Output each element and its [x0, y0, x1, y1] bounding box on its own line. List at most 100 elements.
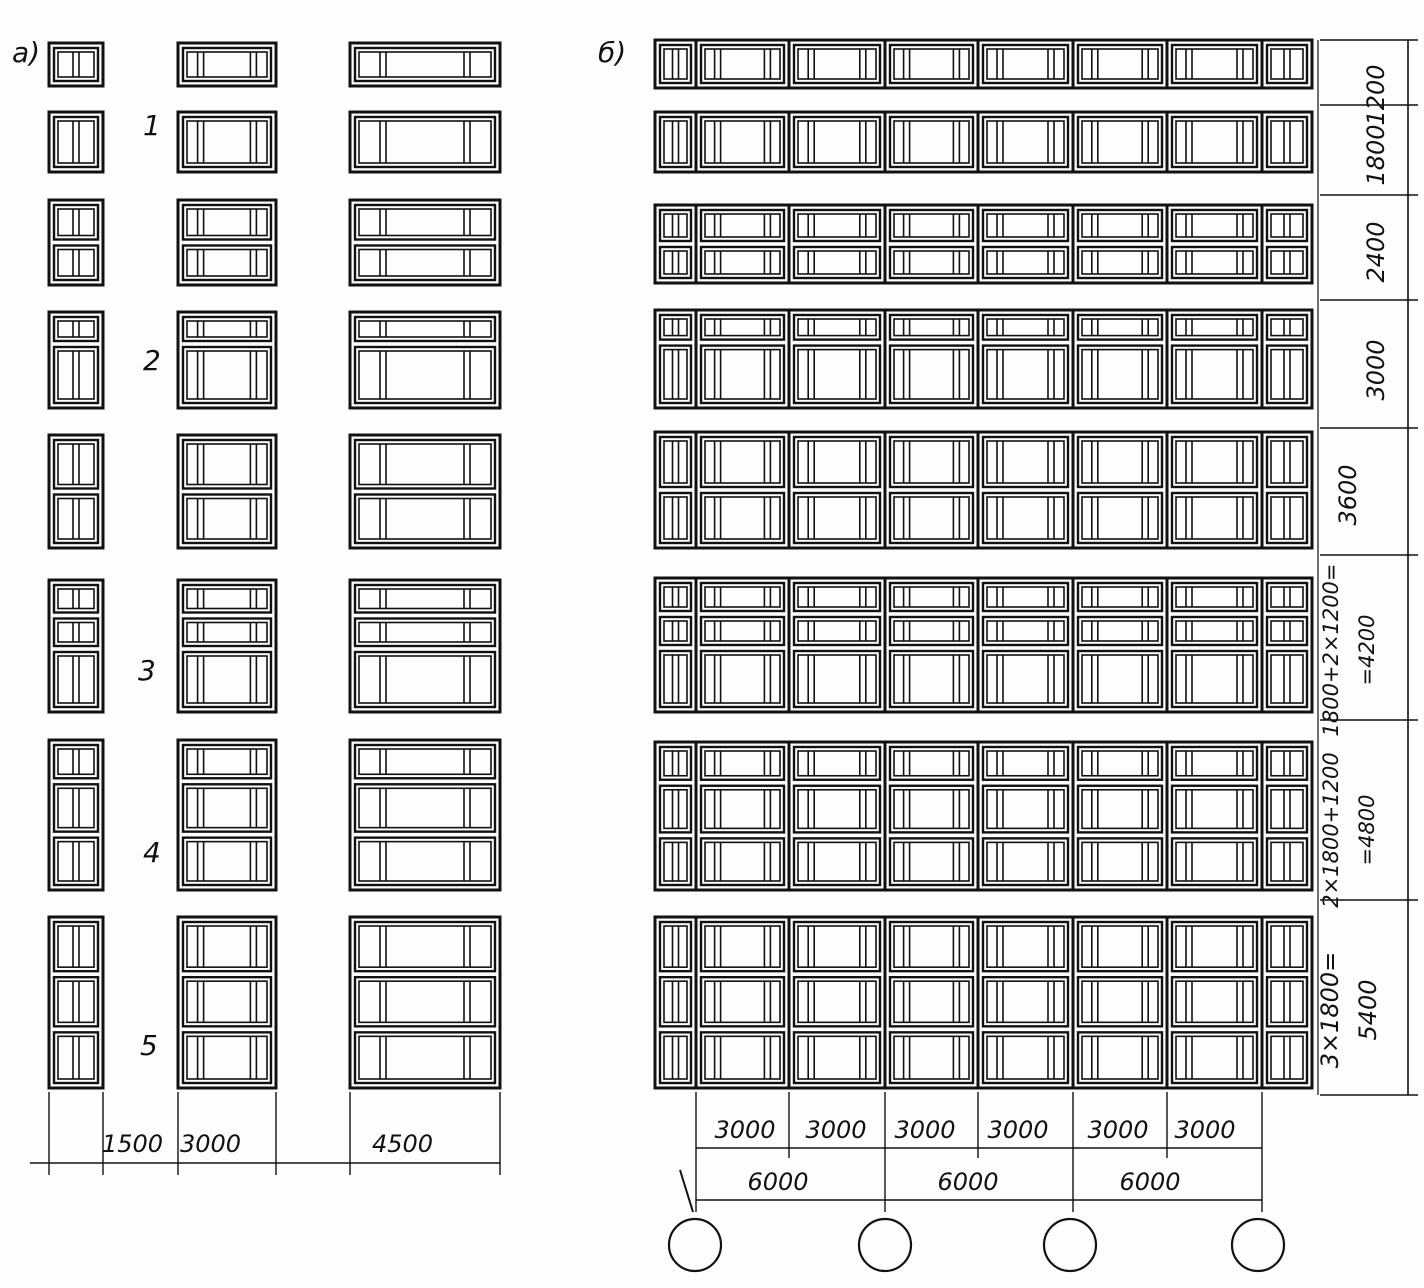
height-label-5400-line1: 3×1800=	[1316, 952, 1344, 1069]
facade-panels	[653, 38, 1314, 1090]
sash	[1265, 245, 1309, 280]
row-label-5: 5	[140, 1029, 158, 1062]
sash	[1170, 581, 1259, 613]
facade-panel-row2-col1	[653, 110, 698, 174]
sash	[353, 345, 497, 405]
facade-panel-row2-col7	[1165, 110, 1264, 174]
sash	[888, 615, 975, 647]
sash	[981, 245, 1070, 280]
sash	[792, 313, 882, 341]
sash	[699, 491, 786, 545]
sash	[181, 650, 273, 709]
facade-panel-row3-col3	[787, 203, 887, 285]
sash	[792, 435, 882, 489]
facade-panel-row3-col7	[1165, 203, 1264, 285]
sash	[658, 837, 693, 887]
sash	[888, 344, 975, 405]
sash	[1076, 649, 1164, 709]
width-label-4500: 4500	[372, 1130, 433, 1158]
sash	[981, 975, 1070, 1028]
sash	[353, 650, 497, 709]
panel-a-row1-col2	[176, 41, 278, 88]
sash	[792, 745, 882, 781]
facade-panel-row5-col4	[883, 430, 980, 550]
facade-panel-row1-col4	[883, 38, 980, 90]
sash	[981, 43, 1070, 85]
facade-panel-row2-col5	[976, 110, 1075, 174]
facade-panel-row4-col8	[1260, 308, 1314, 410]
height-label-1800: 1800	[1362, 124, 1390, 185]
sash	[792, 649, 882, 709]
sash	[52, 46, 100, 83]
sash	[1170, 313, 1259, 341]
sash	[181, 783, 273, 833]
facade-panel-row5-col3	[787, 430, 887, 550]
sash	[888, 649, 975, 709]
facade-panel-row8-col7	[1165, 915, 1264, 1090]
facade-panel-row8-col6	[1071, 915, 1169, 1090]
sash	[353, 583, 497, 614]
axis-circle-4	[1230, 1217, 1286, 1273]
sash	[1170, 784, 1259, 834]
sash	[1265, 1031, 1309, 1085]
bay-label-5: 3000	[1087, 1116, 1148, 1144]
sash	[52, 583, 100, 614]
facade-panel-row8-col8	[1260, 915, 1314, 1090]
sash	[699, 649, 786, 709]
sash	[1265, 313, 1309, 341]
sash	[353, 975, 497, 1028]
sash	[1265, 975, 1309, 1028]
sash	[181, 115, 273, 169]
width-label-3000: 3000	[180, 1130, 241, 1158]
grid-axis-markers	[667, 1217, 1286, 1273]
sash	[181, 920, 273, 973]
facade-panel-row5-col5	[976, 430, 1075, 550]
bay-label-3: 3000	[894, 1116, 955, 1144]
sash	[658, 115, 693, 169]
sash	[888, 115, 975, 169]
part-a-label: а)	[12, 36, 40, 69]
sash	[888, 245, 975, 280]
sash	[52, 920, 100, 973]
height-label-4800-line1: 2×1800+1200	[1319, 752, 1343, 907]
panel-a-row8-col1	[47, 915, 105, 1090]
facade-panel-row6-col2	[694, 576, 791, 714]
sash	[353, 115, 497, 169]
sash	[52, 650, 100, 709]
row-label-2: 2	[143, 344, 161, 377]
panel-a-row7-col3	[348, 738, 502, 892]
sash	[658, 615, 693, 647]
sash	[658, 920, 693, 973]
sash	[1170, 920, 1259, 973]
height-label-5400-line2: 5400	[1354, 979, 1382, 1040]
height-label-4800: 2×1800+1200=4800	[1319, 752, 1379, 907]
sash	[792, 615, 882, 647]
sash	[52, 975, 100, 1028]
facade-panel-row6-col6	[1071, 576, 1169, 714]
height-label-1200: 1200	[1362, 64, 1390, 125]
panel-a-row1-col3	[348, 41, 502, 88]
sash	[52, 493, 100, 545]
sash	[888, 313, 975, 341]
sash	[699, 208, 786, 243]
sash	[1265, 208, 1309, 243]
span-label-3: 6000	[1119, 1168, 1180, 1196]
panel-a-row6-col1	[47, 578, 105, 714]
sash	[353, 46, 497, 83]
height-label-3000: 3000	[1362, 339, 1390, 400]
sash	[353, 493, 497, 545]
panel-a-row7-col2	[176, 738, 278, 892]
sash	[1170, 1031, 1259, 1085]
facade-panel-row5-col7	[1165, 430, 1264, 550]
sash	[1076, 837, 1164, 887]
facade-panel-row8-col5	[976, 915, 1075, 1090]
height-label-4200-line2: =4200	[1355, 614, 1379, 685]
sash	[1076, 344, 1164, 405]
sash	[181, 46, 273, 83]
panel-a-row6-col3	[348, 578, 502, 714]
facade-panel-row7-col5	[976, 740, 1075, 892]
facade-panel-row4-col6	[1071, 308, 1169, 410]
sash	[181, 345, 273, 405]
facade-panel-row3-col5	[976, 203, 1075, 285]
